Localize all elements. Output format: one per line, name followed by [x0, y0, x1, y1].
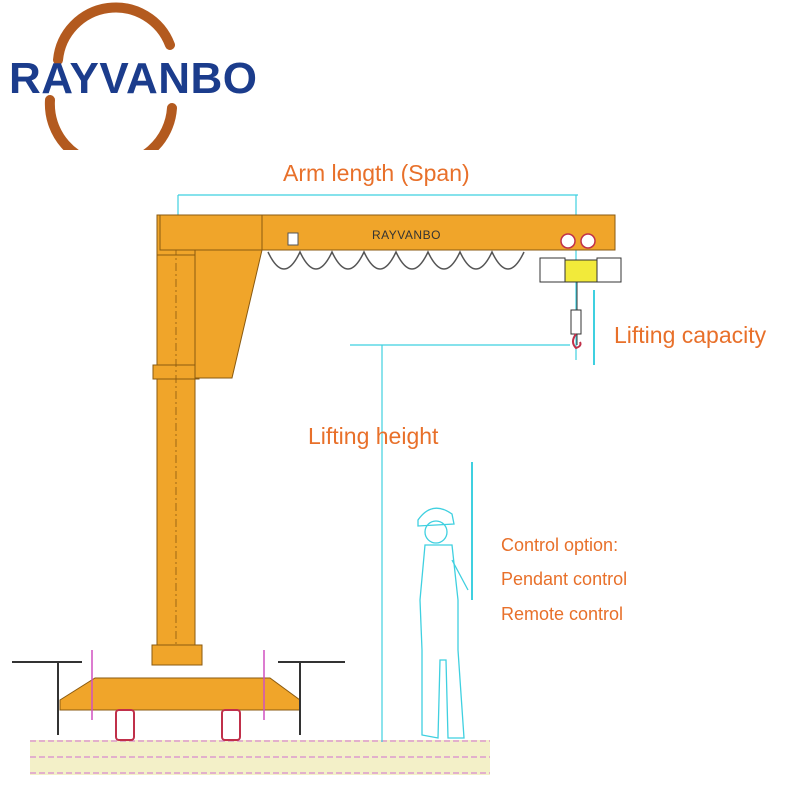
lifting-capacity-label: Lifting capacity: [614, 322, 767, 348]
arm-length-label: Arm length (Span): [283, 160, 470, 186]
ground: [30, 740, 490, 775]
wheel-right: [221, 709, 241, 741]
remote-control-label: Remote control: [501, 604, 624, 624]
hoist-trolley: [539, 233, 622, 350]
brand-logo: RAYVANBO: [0, 0, 257, 171]
beam-brand-text: RAYVANBO: [372, 228, 441, 242]
operator-figure: [417, 462, 473, 739]
logo-text: RAYVANBO: [9, 54, 258, 103]
crane-column: [151, 214, 203, 666]
pendant-control-label: Pendant control: [501, 569, 628, 589]
jib-arm: [159, 214, 616, 379]
wheel-left: [115, 709, 135, 741]
crane-base: [12, 650, 345, 735]
lifting-height-label: Lifting height: [308, 423, 439, 449]
control-option-title: Control option:: [501, 535, 619, 555]
festoon-cable: [267, 250, 525, 270]
